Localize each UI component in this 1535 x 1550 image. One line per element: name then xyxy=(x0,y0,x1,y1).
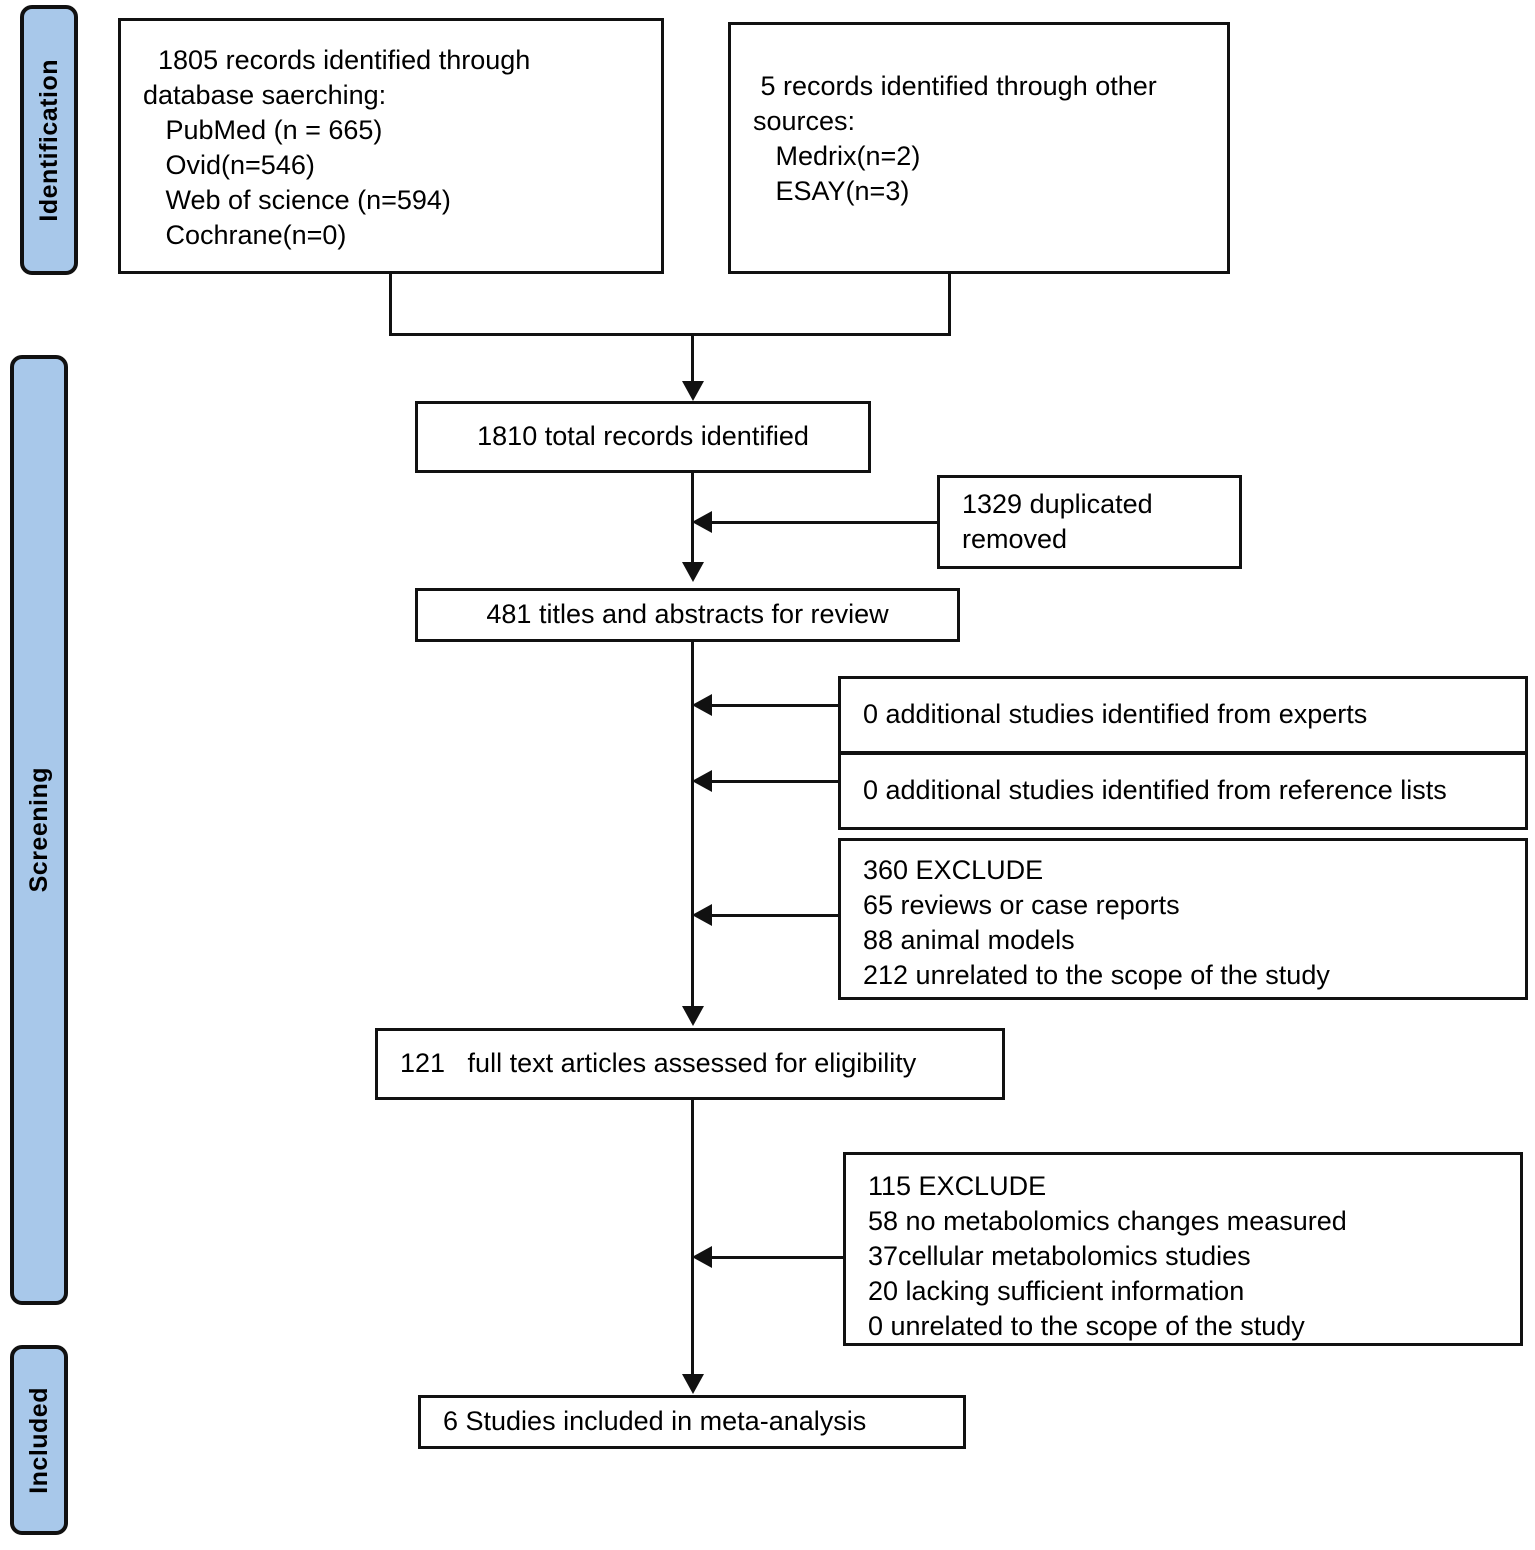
connector-merge-to-total xyxy=(691,333,694,385)
box-total-records: 1810 total records identified xyxy=(415,401,871,473)
phase-label-identification: Identification xyxy=(34,58,63,222)
arrow-merge-to-total xyxy=(682,381,704,401)
box-database-records: 1805 records identified through database… xyxy=(118,18,664,274)
box-screening-exclude: 360 EXCLUDE 65 reviews or case reports 8… xyxy=(838,838,1528,1000)
connector-screening-spine xyxy=(691,642,694,1010)
arrow-experts-to-spine xyxy=(692,694,712,716)
connector-reference-lists-to-spine xyxy=(705,780,841,783)
connector-merge-horizontal xyxy=(389,333,951,336)
box-titles-abstracts-text: 481 titles and abstracts for review xyxy=(486,599,889,630)
box-screening-exclude-text: 360 EXCLUDE 65 reviews or case reports 8… xyxy=(863,855,1330,991)
box-duplicates-removed-text: 1329 duplicated removed xyxy=(962,488,1161,554)
arrow-fulltext-to-included xyxy=(682,1374,704,1394)
box-reference-lists: 0 additional studies identified from ref… xyxy=(838,752,1528,830)
connector-eligibility-exclude-to-spine xyxy=(705,1256,846,1259)
box-database-records-text: 1805 records identified through database… xyxy=(143,45,531,251)
box-eligibility-exclude-text: 115 EXCLUDE 58 no metabolomics changes m… xyxy=(868,1171,1347,1342)
arrow-total-to-titles xyxy=(682,562,704,582)
arrow-eligibility-exclude-to-spine xyxy=(692,1246,712,1268)
box-duplicates-removed: 1329 duplicated removed xyxy=(937,475,1242,569)
box-eligibility-exclude: 115 EXCLUDE 58 no metabolomics changes m… xyxy=(843,1152,1523,1346)
box-included-studies-text: 6 Studies included in meta-analysis xyxy=(443,1406,867,1437)
box-total-records-text: 1810 total records identified xyxy=(477,421,809,452)
arrow-duplicates-to-spine xyxy=(692,511,712,533)
box-experts: 0 additional studies identified from exp… xyxy=(838,676,1528,754)
connector-other-sources-down xyxy=(948,274,951,336)
phase-label-screening: Screening xyxy=(24,767,53,893)
box-other-sources: 5 records identified through other sourc… xyxy=(728,22,1230,274)
box-full-text-assessed: 121 full text articles assessed for elig… xyxy=(375,1028,1005,1100)
arrow-reference-lists-to-spine xyxy=(692,770,712,792)
connector-experts-to-spine xyxy=(705,704,841,707)
box-reference-lists-text: 0 additional studies identified from ref… xyxy=(863,775,1447,806)
connector-database-down xyxy=(389,274,392,336)
phase-bar-screening: Screening xyxy=(10,355,68,1305)
box-other-sources-text: 5 records identified through other sourc… xyxy=(753,71,1157,207)
connector-fulltext-to-included xyxy=(691,1100,694,1378)
connector-duplicates-to-spine xyxy=(705,521,939,524)
box-included-studies: 6 Studies included in meta-analysis xyxy=(418,1395,966,1449)
arrow-screening-exclude-to-spine xyxy=(692,904,712,926)
connector-screening-exclude-to-spine xyxy=(705,914,841,917)
phase-bar-included: Included xyxy=(10,1345,68,1535)
box-full-text-assessed-text: 121 full text articles assessed for elig… xyxy=(400,1048,917,1079)
box-titles-abstracts: 481 titles and abstracts for review xyxy=(415,588,960,642)
box-experts-text: 0 additional studies identified from exp… xyxy=(863,699,1368,730)
phase-label-included: Included xyxy=(24,1386,53,1494)
arrow-screening-to-fulltext xyxy=(682,1006,704,1026)
phase-bar-identification: Identification xyxy=(20,5,78,275)
